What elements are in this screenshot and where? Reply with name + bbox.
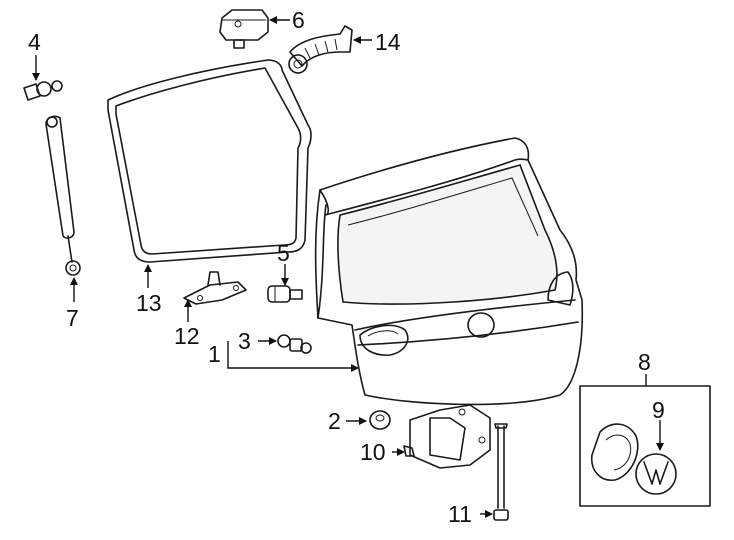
callout-1: 1 [208, 341, 221, 367]
liftgate [314, 137, 584, 406]
callout-3: 3 [238, 328, 251, 354]
callout-7: 7 [66, 305, 79, 331]
hinge-bracket [219, 9, 269, 49]
callout-2: 2 [328, 408, 341, 434]
callout-12: 12 [174, 323, 200, 349]
callout-11: 11 [448, 501, 472, 527]
striker-bracket [183, 271, 247, 305]
release-switch [267, 285, 303, 303]
leader-lines [32, 16, 664, 518]
ball-stud [23, 80, 63, 101]
callout-14: 14 [375, 29, 401, 55]
emblem-box [579, 385, 711, 507]
weatherstrip-seal [107, 59, 312, 263]
callout-9: 9 [652, 397, 665, 423]
callout-labels: 4 7 6 14 13 5 12 3 1 2 10 11 8 9 [28, 7, 665, 527]
gas-strut [45, 115, 81, 276]
wiring-harness-boot [288, 25, 353, 74]
antenna-rod [493, 423, 509, 521]
callout-10: 10 [360, 439, 386, 465]
callout-8: 8 [638, 349, 651, 375]
grommet [369, 410, 391, 430]
callout-6: 6 [292, 7, 305, 33]
callout-4: 4 [28, 29, 41, 55]
bumper-stop [277, 334, 312, 354]
liftgate-latch [403, 404, 491, 469]
callout-13: 13 [136, 290, 162, 316]
callout-5: 5 [277, 240, 290, 266]
